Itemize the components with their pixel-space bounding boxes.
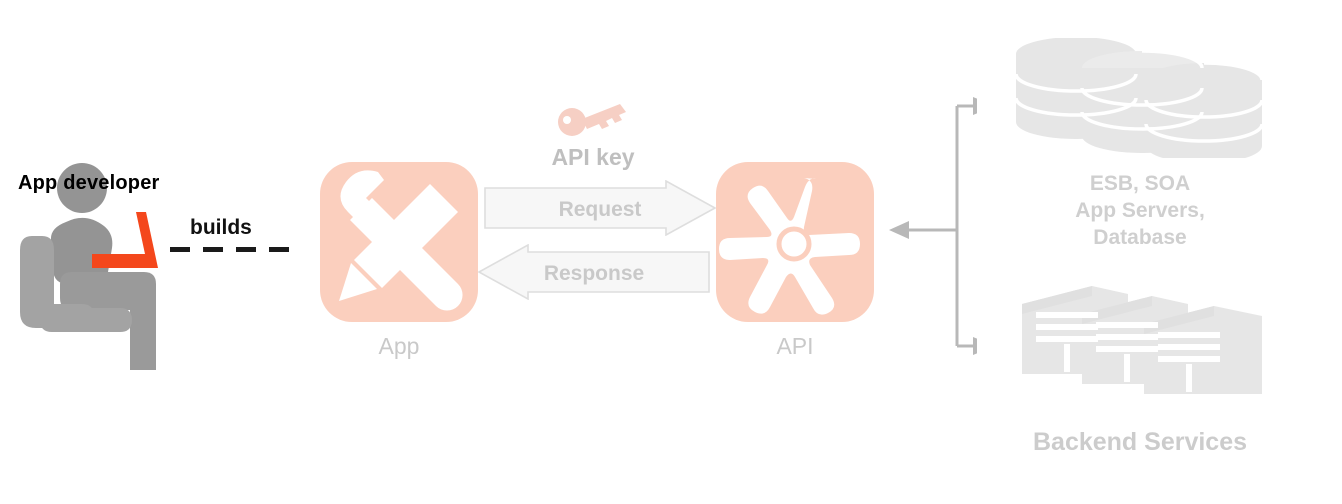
backend-connector-lines (885, 92, 995, 360)
server-racks-icon (1020, 282, 1264, 398)
seated-developer-with-laptop-icon (20, 163, 158, 372)
wrench-and-pencil-icon (339, 170, 463, 311)
builds-relation-label: builds (190, 216, 252, 239)
api-star-burst-icon (719, 178, 860, 315)
request-arrow (484, 179, 717, 237)
esb-label-line-1: ESB, SOA (1089, 172, 1191, 195)
api-node-label: API (776, 333, 814, 359)
esb-soa-label: ESB, SOA App Servers, Database (1012, 170, 1268, 251)
api-node-tile[interactable] (716, 162, 874, 322)
builds-dashed-line (170, 247, 302, 252)
response-arrow-label: Response (543, 262, 645, 285)
esb-label-line-2: App Servers, (1075, 199, 1205, 222)
app-node-tile[interactable] (320, 162, 478, 322)
app-developer-group (0, 150, 310, 372)
api-key-label: API key (551, 144, 635, 170)
esb-label-line-3: Database (1093, 226, 1187, 249)
request-arrow-label: Request (558, 198, 642, 221)
database-cylinders-icon (1014, 37, 1264, 163)
response-arrow (477, 243, 710, 301)
app-node-label: App (378, 333, 420, 359)
backend-services-label: Backend Services (1032, 428, 1248, 456)
app-developer-label: App developer (18, 172, 160, 194)
key-icon (556, 97, 630, 137)
